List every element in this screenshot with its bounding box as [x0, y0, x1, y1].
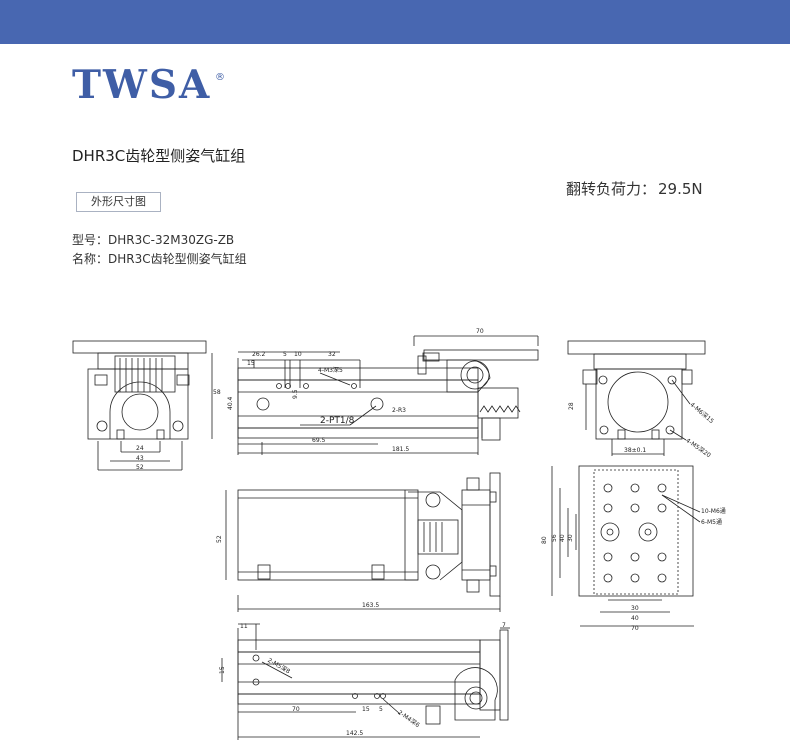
plate-note-m5: 6-M5通	[701, 518, 722, 526]
plate-dim-30h: 30	[631, 605, 639, 612]
right-note-m5: 4-M5深20	[684, 436, 712, 459]
bottom-dim-15v: 15	[219, 666, 226, 674]
side-dim-70: 70	[476, 328, 484, 335]
front-dim-58: 58	[213, 389, 221, 396]
bottom-dim-11: 11	[240, 623, 248, 630]
model-label: 型号：	[72, 233, 109, 247]
load-force-value: 29.5N	[658, 180, 703, 198]
bottom-note-m4: 2-M4深6	[396, 708, 421, 729]
model-value: DHR3C-32M30ZG-ZB	[108, 233, 235, 247]
plate-dim-56: 56	[551, 534, 558, 542]
bottom-view	[221, 623, 510, 740]
bottom-dim-15h: 15	[362, 706, 370, 713]
right-dim-28: 28	[568, 402, 575, 410]
side-dim-9-5: 9.5	[292, 389, 299, 399]
plate-view	[551, 465, 701, 627]
brand-logo: TWSA	[72, 62, 212, 108]
side-dim-40-4: 40.4	[227, 396, 234, 410]
front-dim-24: 24	[136, 445, 144, 452]
name-label: 名称：	[72, 252, 109, 266]
side-dim-15: 15	[247, 360, 255, 367]
load-force-label: 翻转负荷力：	[566, 180, 657, 198]
side-note-m3: 4-M3深5	[318, 366, 343, 374]
side-dim-69-5: 69.5	[312, 437, 326, 444]
front-view	[72, 340, 213, 471]
top-banner	[0, 0, 790, 44]
plate-dim-80: 80	[541, 536, 548, 544]
top-dim-52: 52	[216, 535, 223, 543]
plate-dim-30v: 30	[567, 534, 574, 542]
plate-dim-70: 70	[631, 625, 639, 632]
name-line: 名称：DHR3C齿轮型侧姿气缸组	[72, 250, 247, 267]
side-dim-5: 5	[283, 351, 287, 358]
side-dim-181-5: 181.5	[392, 446, 409, 453]
registered-mark: ®	[215, 72, 225, 83]
bottom-dim-7: 7	[502, 622, 506, 629]
front-dim-52: 52	[136, 464, 144, 471]
side-view	[237, 335, 539, 455]
front-dim-43: 43	[136, 455, 144, 462]
side-dim-26-2: 26.2	[252, 351, 266, 358]
side-dim-32: 32	[328, 351, 336, 358]
plate-dim-40h: 40	[631, 615, 639, 622]
right-view	[567, 340, 706, 456]
load-force: 翻转负荷力：29.5N	[566, 178, 703, 199]
side-dim-10: 10	[294, 351, 302, 358]
bottom-note-m5: 2-M5深8	[266, 656, 292, 675]
right-note-m6: 4-M6深15	[688, 401, 715, 426]
plate-note-m6: 10-M6通	[701, 507, 726, 515]
side-note-pt: 2-PT1/8	[320, 416, 355, 426]
top-view	[225, 472, 501, 612]
side-note-r3: 2-R3	[392, 407, 406, 414]
product-title: DHR3C齿轮型侧姿气缸组	[72, 147, 246, 165]
tab-dimension-drawing[interactable]: 外形尺寸图	[76, 192, 161, 212]
name-value: DHR3C齿轮型侧姿气缸组	[108, 252, 247, 266]
right-dim-38: 38±0.1	[624, 447, 646, 454]
plate-dim-40: 40	[559, 534, 566, 542]
bottom-dim-70: 70	[292, 706, 300, 713]
model-line: 型号：DHR3C-32M30ZG-ZB	[72, 231, 234, 248]
bottom-dim-142-5: 142.5	[346, 730, 363, 737]
bottom-dim-5: 5	[379, 706, 383, 713]
top-dim-163-5: 163.5	[362, 602, 379, 609]
